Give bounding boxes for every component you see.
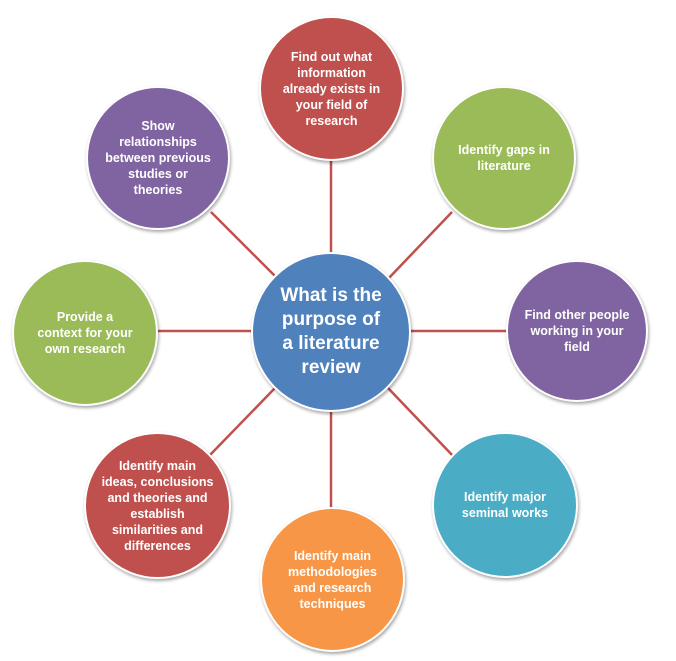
- node-top-left-label: Show relationships between previous stud…: [105, 119, 211, 197]
- node-top-label: Find out what information already exists…: [282, 49, 381, 128]
- node-top-right: Identify gaps in literature: [432, 86, 576, 230]
- node-top-left: Show relationships between previous stud…: [86, 86, 230, 230]
- node-right: Find other people working in your field: [506, 260, 648, 402]
- connector-top-left: [210, 211, 276, 277]
- connector-bottom-left: [209, 387, 276, 456]
- node-top-right-label: Identify gaps in literature: [458, 143, 550, 173]
- node-bottom-right: Identify major seminal works: [432, 432, 578, 578]
- node-bottom-right-label: Identify major seminal works: [461, 490, 549, 520]
- node-left: Provide a context for your own research: [12, 260, 158, 406]
- center-node-label: What is the purpose of a literature revi…: [280, 285, 382, 378]
- node-top: Find out what information already exists…: [259, 16, 404, 161]
- node-bottom-left-label: Identify main ideas, conclusions and the…: [101, 458, 214, 553]
- center-node: What is the purpose of a literature revi…: [251, 252, 411, 412]
- connector-top-right: [386, 211, 453, 281]
- node-left-label: Provide a context for your own research: [37, 310, 133, 356]
- node-bottom: Identify main methodologies and research…: [260, 507, 405, 652]
- node-right-label: Find other people working in your field: [524, 308, 630, 354]
- node-bottom-left: Identify main ideas, conclusions and the…: [84, 432, 231, 579]
- node-bottom-label: Identify main methodologies and research…: [288, 548, 377, 611]
- connector-bottom-right: [387, 387, 455, 458]
